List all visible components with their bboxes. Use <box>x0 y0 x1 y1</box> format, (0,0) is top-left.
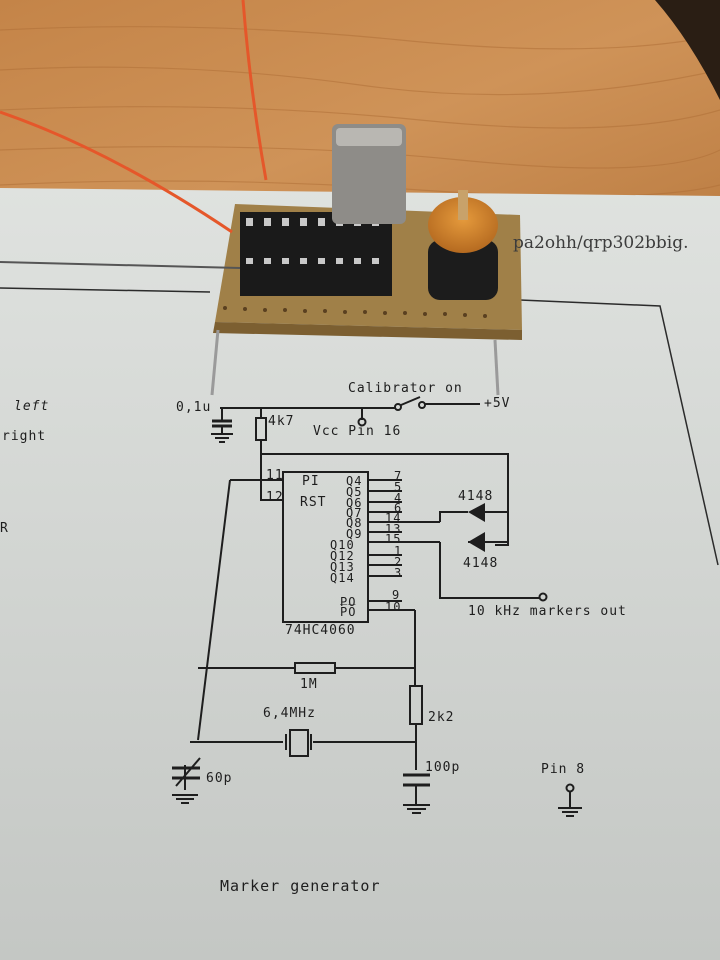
ic-pin-q5: Q5 <box>346 485 363 499</box>
board-legs <box>210 329 500 396</box>
trimmer-capacitor <box>428 190 498 300</box>
side-label-r: R <box>0 521 9 536</box>
wood-grain <box>0 26 720 198</box>
side-label-left: left <box>14 399 50 414</box>
schematic-border <box>0 287 719 566</box>
ic-pin-num-9: 9 <box>392 588 401 602</box>
gray-wire <box>0 261 241 269</box>
ic-pin-num-4: 4 <box>394 491 403 505</box>
dip16-socket <box>240 212 392 296</box>
diode-2-label: 4148 <box>463 556 499 571</box>
ic-pin-q10: Q10 <box>330 538 355 552</box>
ic-pin-q13: Q13 <box>330 560 355 574</box>
ic-pin-num-6: 6 <box>394 501 403 515</box>
schematic-title: Marker generator <box>220 877 381 895</box>
switch-label: Calibrator on <box>348 381 463 396</box>
crystal-can <box>332 124 406 224</box>
diode-symbols <box>468 503 485 552</box>
supply-label: +5V <box>484 396 511 411</box>
schematic-drawing <box>172 396 582 817</box>
ic-pin-num-3: 3 <box>394 566 403 580</box>
ground-pin-label: Pin 8 <box>541 762 586 777</box>
printed-url: pa2ohh/qrp302bbig. <box>513 233 689 253</box>
ic-pin-num-15: 15 <box>385 532 402 546</box>
ic-pin-num-10: 10 <box>385 600 402 614</box>
ic-pin-num-2: 2 <box>394 555 403 569</box>
ic-pin-num-1: 1 <box>394 544 403 558</box>
crystal-label: 6,4MHz <box>263 706 316 721</box>
side-label-right: right <box>2 429 47 444</box>
vcc-label: Vcc Pin 16 <box>313 424 402 439</box>
ic-pin-q4: Q4 <box>346 474 363 488</box>
resistor-reset-label: 4k7 <box>268 414 295 429</box>
ic-pin-q7: Q7 <box>346 506 363 520</box>
trimmer-cap-label: 60p <box>206 771 233 786</box>
output-label: 10 kHz markers out <box>468 604 627 619</box>
ic-pin-po: PO <box>340 595 357 609</box>
resistor-feedback-label: 1M <box>300 677 318 692</box>
ic-pin-q8: Q8 <box>346 516 363 530</box>
diode-1-label: 4148 <box>458 489 494 504</box>
load-cap-label: 100p <box>425 760 461 775</box>
ic-pin-num-5: 5 <box>394 480 403 494</box>
orange-wires <box>0 0 268 234</box>
cap-decouple-label: 0,1u <box>176 400 212 415</box>
ic-pin-q9: Q9 <box>346 527 363 541</box>
ic-pin-q6: Q6 <box>346 496 363 510</box>
ic-pin-num-7: 7 <box>394 469 403 483</box>
ic-pin-num-13: 13 <box>385 522 402 536</box>
ic-pin-12-num: 12 <box>266 490 284 505</box>
ic-pin-po-inv: P̅O̅ <box>340 605 357 619</box>
ic-pin-q12: Q12 <box>330 549 355 563</box>
dark-object-corner <box>655 0 720 100</box>
ic-pin-q14: Q14 <box>330 571 355 585</box>
resistor-series-label: 2k2 <box>428 710 455 725</box>
ic-pin-12-name: RST <box>300 495 327 510</box>
ic-part-label: 74HC4060 <box>285 623 356 638</box>
ic-pin-11-num: 11 <box>266 468 284 483</box>
ic-pin-num-14: 14 <box>385 511 402 525</box>
ic-pin-11-name: PI <box>302 474 320 489</box>
